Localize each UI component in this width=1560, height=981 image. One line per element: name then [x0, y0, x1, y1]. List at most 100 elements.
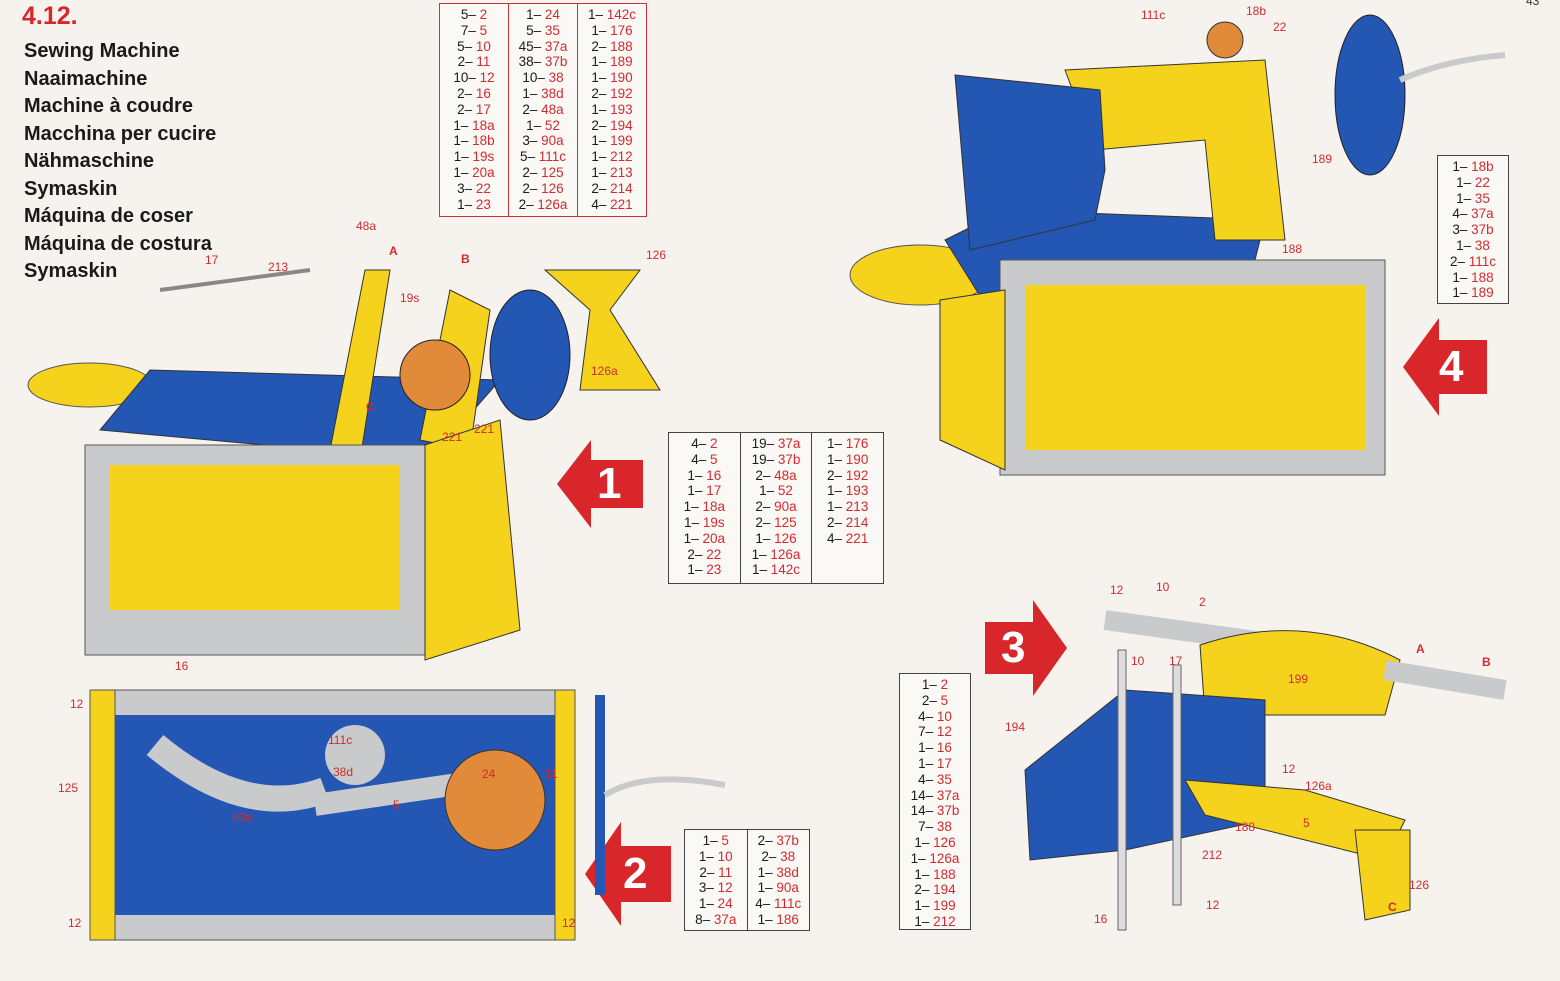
- part-entry: 1– 142c: [747, 562, 806, 578]
- part-number: 17: [475, 101, 491, 117]
- separator: –: [598, 196, 611, 212]
- callout: B: [461, 252, 470, 266]
- separator: –: [461, 149, 473, 165]
- part-entry: 2– 11: [691, 865, 741, 881]
- step-1-arrow: 1: [557, 440, 643, 528]
- separator: –: [762, 499, 775, 515]
- part-entry: 1– 213: [584, 165, 640, 181]
- part-entry: 4– 10: [906, 709, 964, 725]
- part-number: 5: [721, 833, 729, 848]
- part-number: 12: [479, 70, 495, 86]
- figure-step2: [89, 689, 726, 941]
- part-quantity: 2: [591, 85, 599, 101]
- separator: –: [762, 896, 774, 912]
- part-quantity: 1: [751, 546, 760, 562]
- separator: –: [834, 499, 846, 515]
- part-number: 199: [610, 133, 633, 149]
- separator: –: [533, 22, 545, 38]
- part-number: 90a: [774, 499, 797, 515]
- part-quantity: 2: [522, 180, 530, 196]
- part-quantity: 1: [526, 117, 534, 133]
- figure-step3: [1024, 610, 1507, 931]
- separator: –: [533, 38, 545, 54]
- part-number: 20a: [472, 164, 495, 180]
- part-number: 2: [940, 677, 949, 692]
- part-number: 37a: [544, 38, 568, 54]
- callout: 16: [175, 659, 189, 673]
- callout: C: [366, 400, 375, 414]
- part-quantity: 1: [1456, 174, 1464, 190]
- part-number: 23: [475, 196, 491, 212]
- part-entry: 1– 35: [1444, 191, 1502, 207]
- callout: 17: [205, 253, 219, 267]
- part-entry: 2– 38: [754, 849, 804, 865]
- part-quantity: 1: [698, 848, 707, 864]
- part-quantity: 2: [518, 196, 527, 212]
- part-quantity: 1: [759, 483, 767, 499]
- part-entry: 4– 111c: [754, 896, 804, 912]
- part-entry: 45– 37a: [515, 39, 571, 55]
- part-entry: 1– 16: [906, 740, 964, 756]
- separator: –: [925, 755, 937, 771]
- part-number: 16: [475, 85, 491, 101]
- callout: 125: [58, 781, 79, 795]
- part-quantity: 4: [918, 771, 926, 787]
- callout: 2: [1199, 595, 1206, 609]
- separator: –: [929, 677, 941, 692]
- callout: 5: [1303, 816, 1310, 830]
- separator: –: [765, 880, 777, 896]
- callout: 12: [1110, 583, 1124, 597]
- part-quantity: 4: [827, 530, 835, 546]
- part-quantity: 1: [751, 562, 760, 578]
- separator: –: [834, 436, 846, 451]
- part-quantity: 2: [457, 101, 465, 117]
- part-entry: 1– 188: [906, 867, 964, 883]
- part-quantity: 1: [827, 451, 835, 467]
- callout: 12: [70, 697, 84, 711]
- part-entry: 1– 23: [675, 562, 734, 578]
- separator: –: [464, 196, 476, 212]
- part-entry: 2– 37b: [754, 833, 804, 849]
- separator: –: [526, 196, 538, 212]
- part-number: 111c: [1468, 253, 1497, 269]
- part-number: 212: [610, 149, 633, 165]
- part-quantity: 2: [591, 117, 599, 133]
- part-entry: 4– 2: [675, 436, 734, 452]
- part-number: 24: [717, 896, 733, 912]
- part-entry: 2– 214: [584, 181, 640, 197]
- part-entry: 7– 5: [446, 23, 502, 39]
- separator: –: [921, 898, 934, 914]
- callout: 188: [1282, 242, 1303, 256]
- part-entry: 14– 37b: [906, 803, 964, 819]
- part-entry: 2– 214: [818, 515, 877, 531]
- separator: –: [765, 864, 777, 880]
- part-number: 5: [479, 22, 488, 38]
- part-entry: 1– 17: [906, 756, 964, 772]
- part-number: 193: [845, 483, 869, 499]
- part-entry: 1– 10: [691, 849, 741, 865]
- part-entry: 19– 37b: [747, 452, 806, 468]
- separator: –: [706, 880, 718, 896]
- part-entry: 2– 125: [515, 165, 571, 181]
- part-number: 18b: [1471, 159, 1494, 174]
- part-entry: 3– 22: [446, 181, 502, 197]
- part-number: 37b: [776, 833, 799, 848]
- part-number: 48a: [774, 467, 797, 483]
- part-quantity: 4: [1452, 206, 1460, 222]
- part-quantity: 3: [1452, 222, 1460, 238]
- part-quantity: 19: [751, 436, 767, 451]
- part-quantity: 1: [914, 866, 922, 882]
- part-number: 17: [936, 755, 952, 771]
- callout: 10: [1156, 580, 1170, 594]
- part-number: 37a: [777, 436, 801, 451]
- separator: –: [925, 771, 937, 787]
- part-quantity: 1: [687, 483, 695, 499]
- part-entry: 1– 212: [906, 914, 964, 930]
- part-quantity: 5: [457, 38, 465, 54]
- part-number: 125: [541, 164, 564, 180]
- callout: B: [1482, 655, 1491, 669]
- separator: –: [710, 833, 722, 848]
- separator: –: [529, 133, 542, 149]
